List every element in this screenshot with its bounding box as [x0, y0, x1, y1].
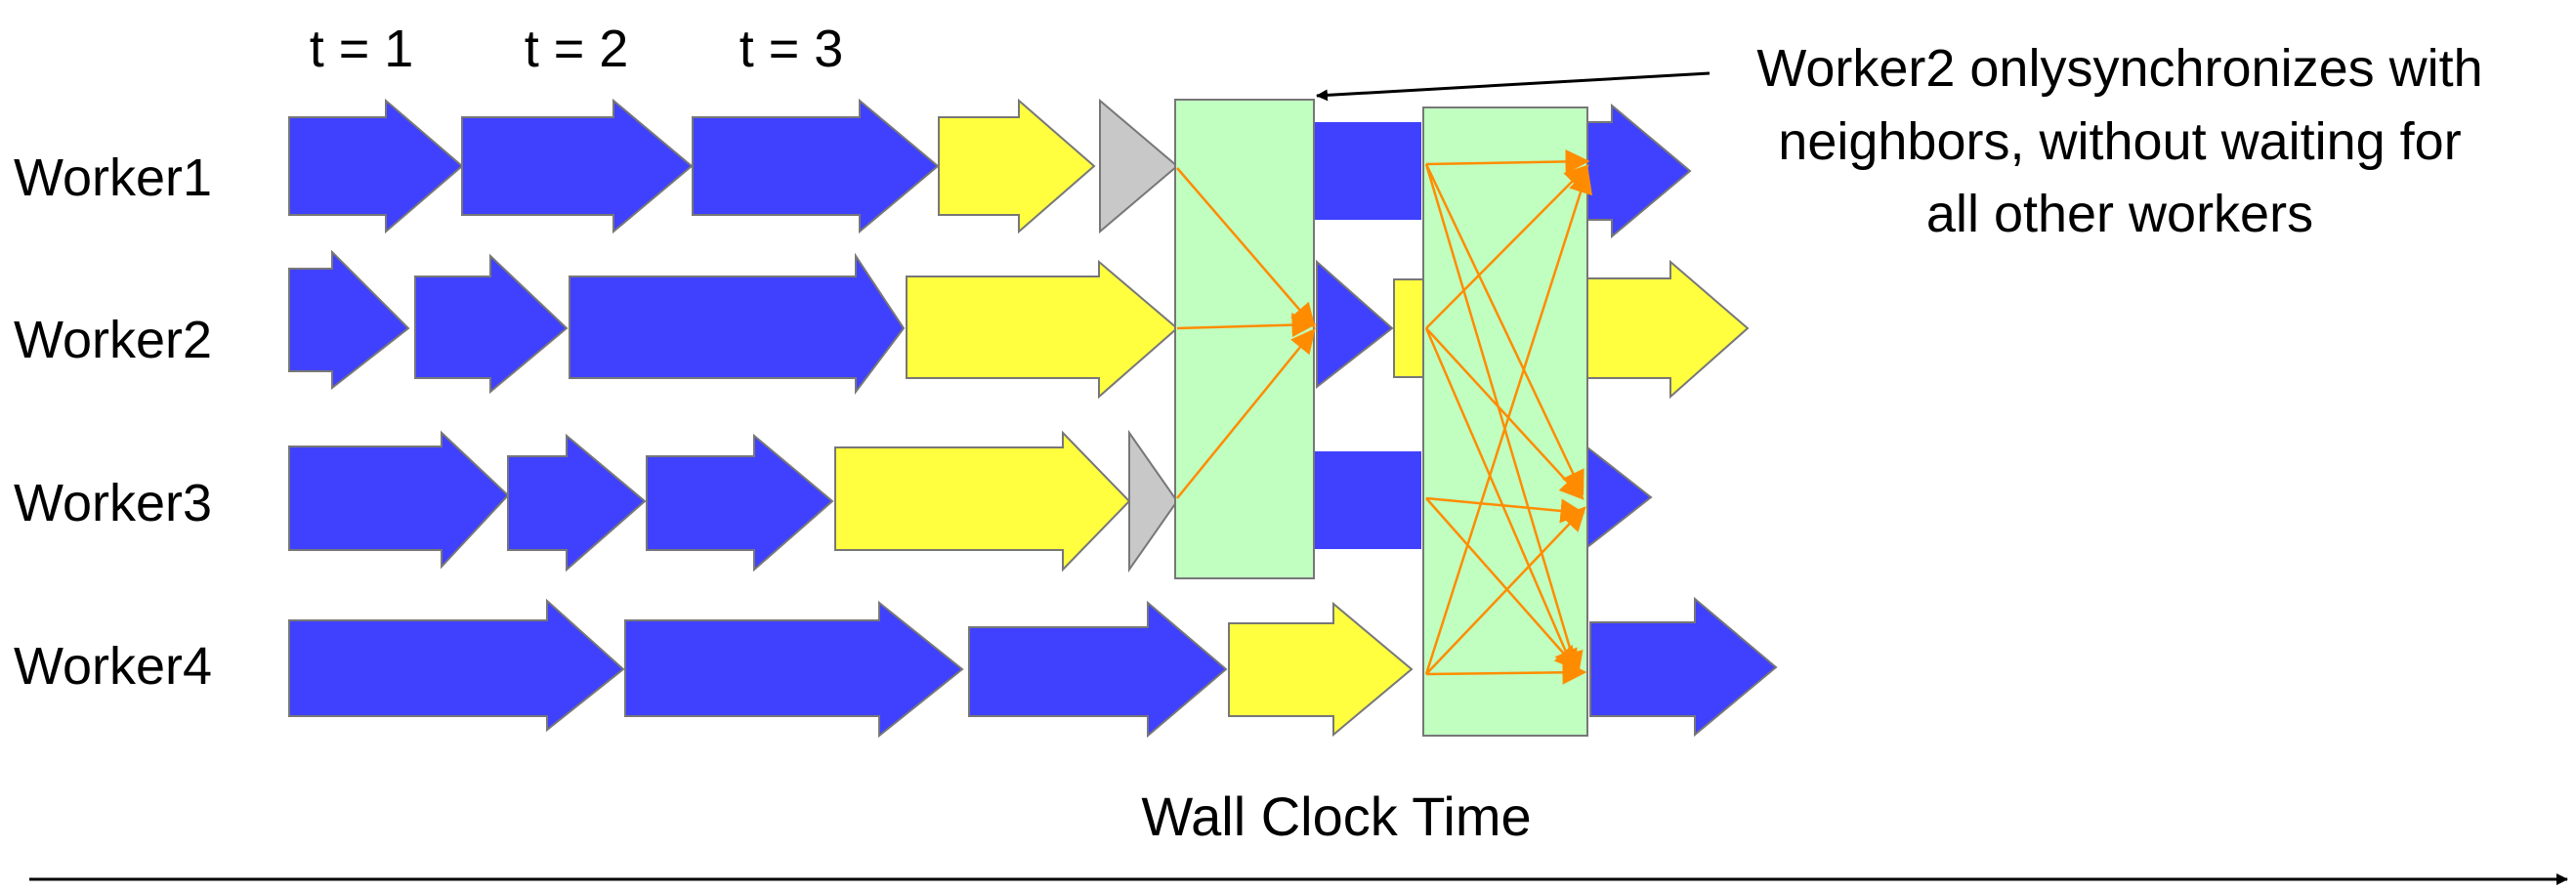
sync2-msg-11: [1425, 659, 1587, 685]
worker2-wait-block: [1393, 278, 1424, 378]
annotation-line-3: all other workers: [1926, 185, 2313, 243]
annotation-pointer: [1316, 71, 1710, 102]
sync2-msg-5: [1425, 327, 1584, 500]
sync2-msg-4: [1425, 164, 1589, 329]
sync-box-2: [1422, 106, 1588, 737]
worker2-compute-arrow-2: [414, 253, 569, 395]
time-label-2: t = 2: [525, 20, 629, 78]
annotation-line-1: Worker2 onlysynchronizes with: [1756, 39, 2482, 98]
worker4-compute-arrow-4: [1589, 596, 1778, 738]
sync2-msg-3: [1424, 163, 1584, 677]
worker3-idle-triangle: [1128, 429, 1179, 573]
worker1-compute-arrow-1: [288, 98, 464, 234]
worker3-wait-arrow: [834, 430, 1131, 573]
worker3-compute-arrow-2: [507, 433, 647, 573]
sync1-msg-w3-w2: [1176, 328, 1316, 499]
sync1-msg-w2-w2: [1176, 313, 1317, 338]
worker4-compute-arrow-3: [968, 600, 1228, 739]
sync2-msg-10: [1425, 506, 1586, 675]
worker2-wait-arrow: [906, 259, 1179, 400]
worker-label-4: Worker4: [14, 637, 212, 696]
worker1-compute-arrow-3: [692, 98, 940, 234]
time-label-3: t = 3: [739, 20, 844, 78]
worker4-wait-arrow: [1228, 601, 1414, 738]
annotation-line-2: neighbors, without waiting for: [1778, 112, 2461, 171]
worker1-idle-triangle: [1099, 98, 1179, 234]
sync1-msg-w1-w2: [1176, 167, 1316, 328]
axis-label: Wall Clock Time: [1141, 785, 1531, 847]
worker2-compute-arrow-1: [288, 249, 410, 391]
worker3-compute-arrow-4: [1586, 445, 1653, 550]
sync2-msg-6: [1424, 327, 1578, 675]
worker1-post-sync-block: [1314, 122, 1421, 220]
worker2-compute-arrow-4: [1316, 259, 1394, 390]
worker-label-2: Worker2: [14, 311, 212, 369]
worker4-compute-arrow-1: [288, 598, 625, 733]
worker2-wait-arrow-2: [1586, 259, 1750, 400]
sync2-message-arrows: [1424, 148, 1593, 685]
worker3-compute-arrow-3: [646, 433, 834, 573]
worker3-post-sync-block: [1314, 451, 1421, 549]
sync-box-1: [1174, 99, 1315, 579]
time-label-1: t = 1: [310, 20, 414, 78]
sync2-msg-9: [1424, 168, 1593, 675]
sync1-message-arrows: [1176, 167, 1317, 499]
sync2-msg-8: [1425, 497, 1580, 671]
worker1-wait-arrow: [938, 98, 1096, 234]
worker-label-1: Worker1: [14, 148, 212, 207]
worker-label-3: Worker3: [14, 474, 212, 532]
worker3-compute-arrow-1: [288, 430, 510, 570]
worker1-compute-arrow-2: [461, 98, 694, 234]
sync2-msg-1: [1425, 148, 1590, 174]
sync2-msg-7: [1425, 496, 1585, 524]
worker4-compute-arrow-2: [624, 600, 964, 739]
worker2-compute-arrow-3: [569, 252, 906, 395]
worker1-compute-arrow-4: [1586, 103, 1692, 239]
sync2-msg-2: [1424, 163, 1584, 496]
